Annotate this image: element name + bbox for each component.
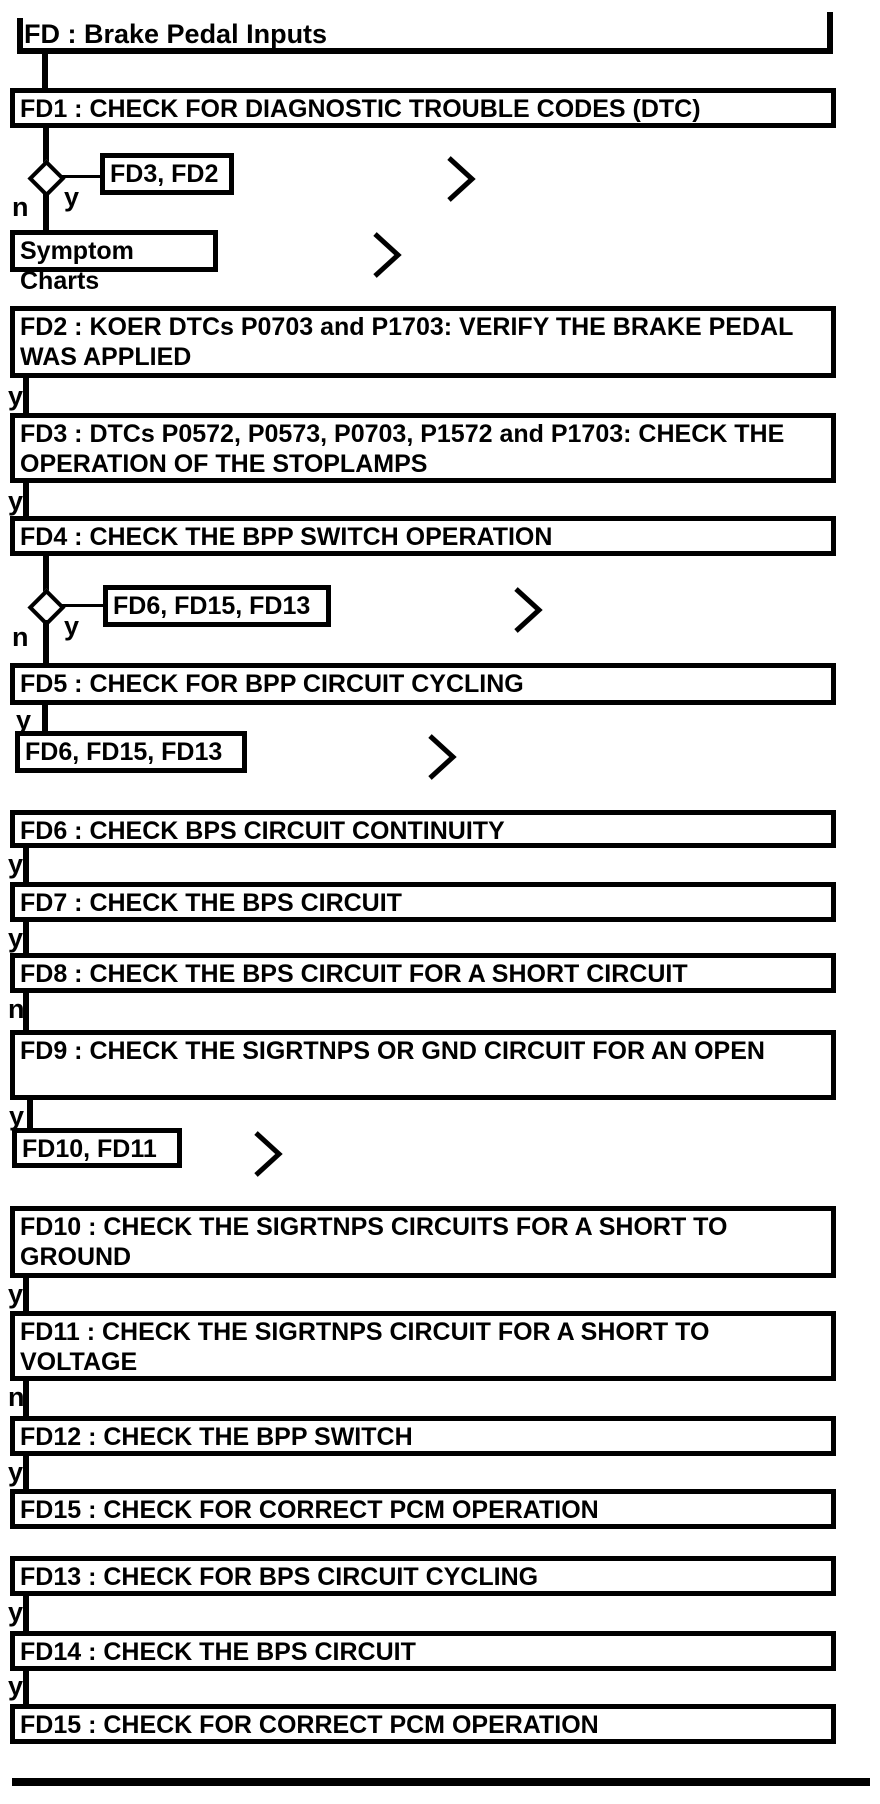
flowchart-title: FD : Brake Pedal Inputs — [24, 19, 328, 49]
step-box-fd1: FD1 : CHECK FOR DIAGNOSTIC TROUBLE CODES… — [10, 88, 836, 128]
title-right-tick — [827, 12, 833, 54]
connector-fd3-fd4 — [23, 483, 29, 518]
label-no-fd11: n — [8, 1382, 25, 1412]
ref-box-symptom-charts: Symptom Charts — [10, 230, 218, 295]
step-box-fd7: FD7 : CHECK THE BPS CIRCUIT — [10, 882, 836, 922]
continue-chevron-icon — [513, 586, 543, 634]
connector-fd1-diamond — [43, 126, 49, 164]
connector-fd4-diamond — [43, 554, 49, 594]
label-yes-fd3: y — [8, 486, 24, 516]
step-box-fd8: FD8 : CHECK THE BPS CIRCUIT FOR A SHORT … — [10, 953, 836, 993]
title-underline — [17, 48, 833, 54]
ref-box-fd6-fd15-fd13: FD6, FD15, FD13 — [103, 585, 331, 627]
connector-fd7-fd8 — [23, 920, 29, 957]
connector-diamond-symptom — [43, 192, 49, 232]
page-divider — [12, 1778, 870, 1786]
label-yes-fd10: y — [8, 1279, 24, 1309]
connector-fd14-fd15 — [23, 1669, 29, 1706]
label-no-fd4: n — [12, 622, 29, 652]
connector-fd8-fd9 — [23, 991, 29, 1032]
connector-fd2-fd3 — [23, 378, 29, 415]
step-box-fd15-a: FD15 : CHECK FOR CORRECT PCM OPERATION — [10, 1489, 836, 1529]
connector-title-fd1 — [42, 52, 48, 90]
label-yes-fd12: y — [8, 1457, 24, 1487]
connector-fd6-fd7 — [23, 846, 29, 884]
label-yes-fd7: y — [8, 923, 24, 953]
label-yes-fd9: y — [9, 1101, 25, 1131]
step-box-fd12: FD12 : CHECK THE BPP SWITCH — [10, 1416, 836, 1456]
label-yes-fd13: y — [8, 1597, 24, 1627]
continue-chevron-icon — [372, 231, 402, 279]
step-box-fd15-b: FD15 : CHECK FOR CORRECT PCM OPERATION — [10, 1704, 836, 1744]
step-box-fd4: FD4 : CHECK THE BPP SWITCH OPERATION — [10, 516, 836, 556]
step-box-fd11: FD11 : CHECK THE SIGRTNPS CIRCUIT FOR A … — [10, 1311, 836, 1381]
connector-fd5-ref — [42, 703, 48, 733]
label-yes-fd14: y — [8, 1671, 24, 1701]
continue-chevron-icon — [253, 1130, 283, 1178]
label-yes-fd6: y — [8, 849, 24, 879]
ref-box-fd3-fd2: FD3, FD2 — [100, 153, 234, 195]
connector-fd12-fd15 — [23, 1456, 29, 1493]
step-box-fd2: FD2 : KOER DTCs P0703 and P1703: VERIFY … — [10, 306, 836, 378]
connector-fd13-fd14 — [23, 1594, 29, 1633]
label-yes-fd2: y — [8, 381, 24, 411]
connector-fd11-fd12 — [23, 1379, 29, 1420]
label-no-fd8: n — [8, 994, 25, 1024]
ref-box-fd10-fd11: FD10, FD11 — [12, 1128, 182, 1168]
step-box-fd10: FD10 : CHECK THE SIGRTNPS CIRCUITS FOR A… — [10, 1206, 836, 1278]
ref-box-fd6-fd15-fd13-2: FD6, FD15, FD13 — [15, 731, 247, 773]
label-yes-fd5: y — [16, 705, 32, 735]
continue-chevron-icon — [446, 155, 476, 203]
branch-line-fd4-yes — [60, 604, 105, 607]
step-box-fd9: FD9 : CHECK THE SIGRTNPS OR GND CIRCUIT … — [10, 1030, 836, 1100]
continue-chevron-icon — [427, 733, 457, 781]
step-box-fd14: FD14 : CHECK THE BPS CIRCUIT — [10, 1631, 836, 1671]
label-no-fd1: n — [12, 192, 29, 222]
connector-diamond-fd5 — [43, 620, 49, 665]
branch-line-fd1-yes — [60, 175, 102, 178]
label-yes-fd1: y — [64, 182, 80, 212]
step-box-fd13: FD13 : CHECK FOR BPS CIRCUIT CYCLING — [10, 1556, 836, 1596]
connector-fd9-ref — [27, 1098, 33, 1130]
connector-fd10-fd11 — [23, 1276, 29, 1315]
step-box-fd3: FD3 : DTCs P0572, P0573, P0703, P1572 an… — [10, 413, 836, 483]
step-box-fd6: FD6 : CHECK BPS CIRCUIT CONTINUITY — [10, 810, 836, 848]
title-left-tick — [17, 18, 23, 54]
label-yes-fd4: y — [64, 611, 80, 641]
step-box-fd5: FD5 : CHECK FOR BPP CIRCUIT CYCLING — [10, 663, 836, 705]
